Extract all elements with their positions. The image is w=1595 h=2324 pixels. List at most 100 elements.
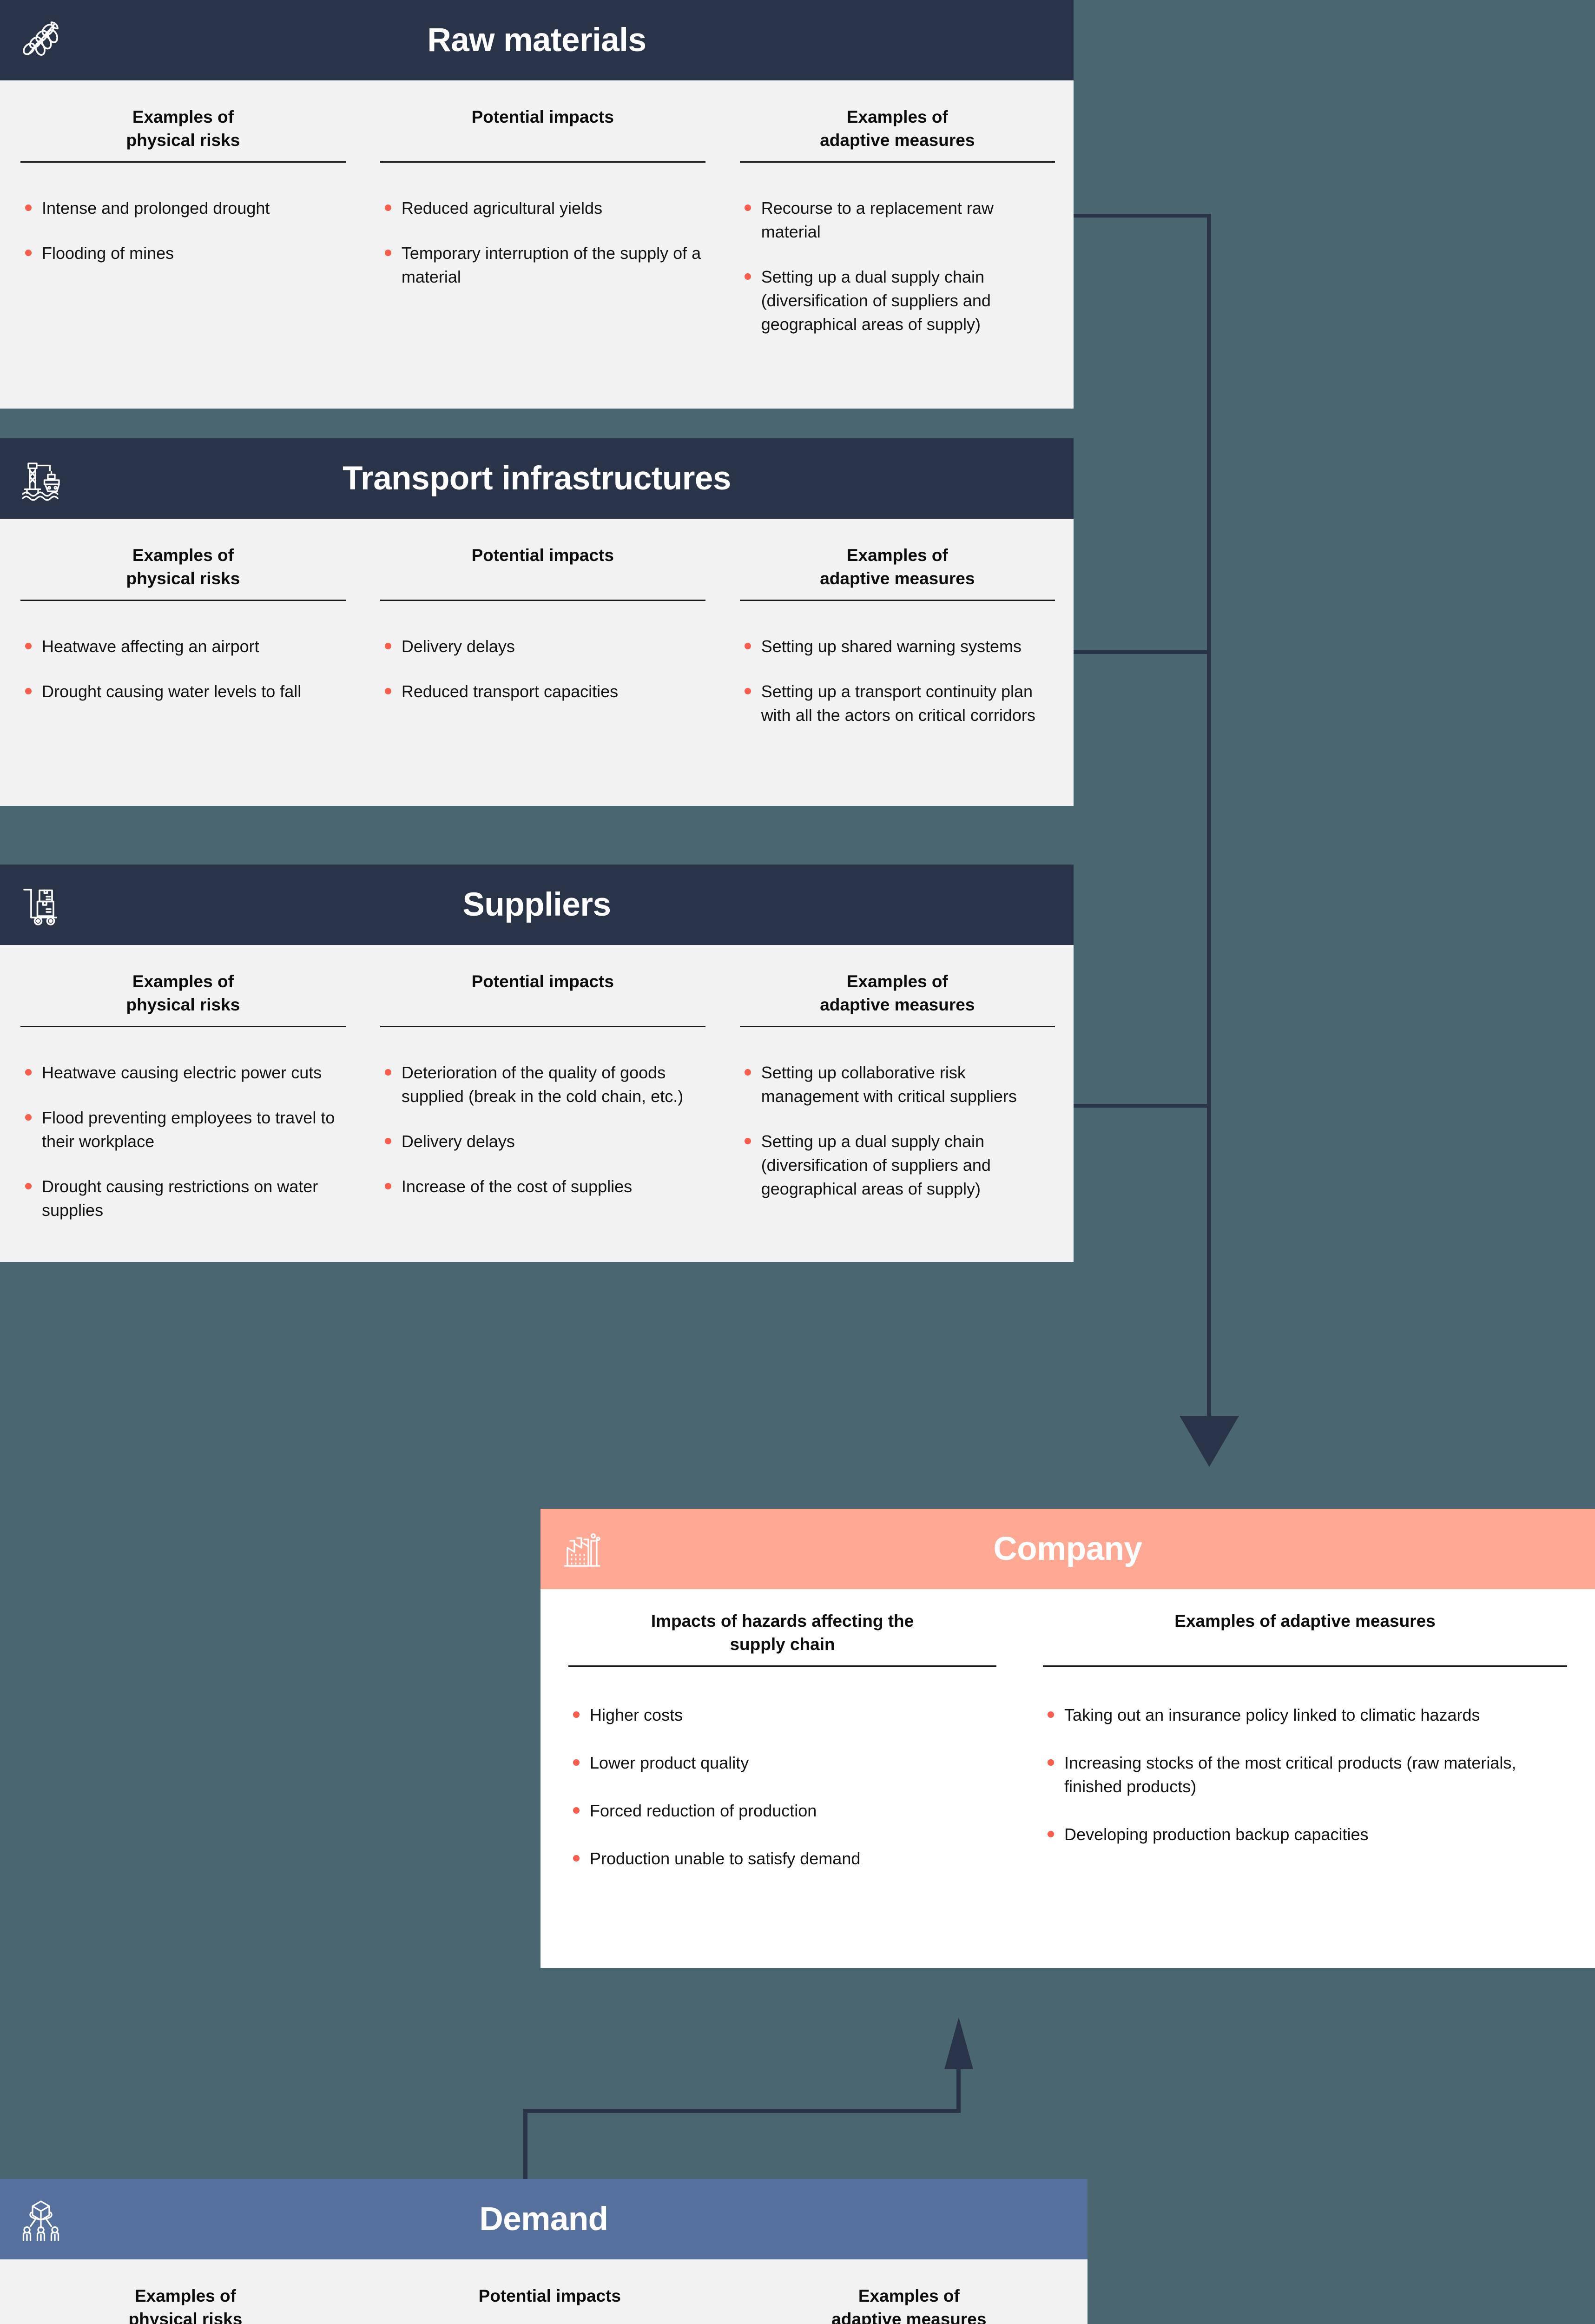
- list-item: Setting up a dual supply chain (diversif…: [740, 265, 1055, 336]
- heading-line-1: Impacts of hazards affecting the: [651, 1611, 914, 1631]
- list-item: Setting up shared warning systems: [740, 634, 1055, 658]
- column-heading: Examples of adaptive measures: [740, 945, 1055, 1019]
- heading-line-1: Potential impacts: [478, 2286, 621, 2305]
- card-transport-infrastructures: Transport infrastructures Examples of ph…: [0, 438, 1074, 806]
- heading-line-2: adaptive measures: [820, 130, 975, 150]
- heading-line-1: Examples of adaptive measures: [1174, 1611, 1436, 1631]
- connector-transport-to-trunk: [1074, 650, 1211, 654]
- column-adaptive-measures: Examples of adaptive measures Setting up…: [729, 2259, 1088, 2324]
- heading-line-1: Examples of: [134, 2286, 236, 2305]
- list-item: Heatwave affecting an airport: [20, 634, 346, 658]
- column-divider: [20, 161, 346, 163]
- card-title-raw-materials: Raw materials: [427, 22, 646, 59]
- heading-line-2: adaptive measures: [820, 568, 975, 588]
- card-body-raw-materials: Examples of physical risks Intense and p…: [0, 80, 1074, 409]
- column-divider: [1043, 1665, 1567, 1667]
- card-header-raw-materials: Raw materials: [0, 0, 1074, 80]
- wheat-icon: [23, 21, 59, 56]
- heading-line-2: adaptive measures: [820, 995, 975, 1014]
- connector-suppliers-to-trunk: [1074, 1104, 1211, 1108]
- heading-line-1: Examples of: [846, 107, 948, 126]
- connector-demand-arrowhead: [944, 2017, 973, 2069]
- bullet-list: Delivery delays Reduced transport capaci…: [380, 634, 705, 703]
- list-item: Drought causing restrictions on water su…: [20, 1175, 346, 1222]
- column-divider: [739, 1026, 1055, 1027]
- column-supply-chain-impacts: Impacts of hazards affecting the supply …: [540, 1589, 1015, 1968]
- column-physical-risks: Examples of physical risks Intense and p…: [0, 80, 360, 409]
- heading-line-1: Potential impacts: [471, 546, 614, 565]
- bullet-list: Reduced agricultural yields Temporary in…: [380, 196, 705, 289]
- column-potential-impacts: Potential impacts Sudden rise in demand …: [364, 2259, 729, 2324]
- connector-demand-riser: [956, 2067, 961, 2113]
- factory-icon: [564, 1533, 600, 1567]
- heading-line-1: Potential impacts: [471, 107, 614, 126]
- column-heading: Examples of adaptive measures: [740, 80, 1055, 155]
- column-heading: Examples of physical risks: [20, 2259, 350, 2324]
- heading-line-1: Examples of: [132, 972, 234, 991]
- column-divider: [739, 600, 1055, 601]
- card-header-transport-infrastructures: Transport infrastructures: [0, 438, 1074, 519]
- bullet-list: Higher costs Lower product quality Force…: [568, 1703, 996, 1870]
- list-item: Lower product quality: [568, 1751, 996, 1775]
- column-heading: Potential impacts: [380, 945, 705, 1019]
- card-demand: Demand Examples of physical risks Heatwa…: [0, 2179, 1088, 2324]
- connector-trunk-arrowhead: [1180, 1416, 1239, 1467]
- column-physical-risks: Examples of physical risks Heatwave caus…: [0, 945, 360, 1262]
- list-item: Recourse to a replacement raw material: [740, 196, 1055, 244]
- list-item: Developing production backup capacities: [1043, 1822, 1567, 1846]
- column-potential-impacts: Potential impacts Deterioration of the q…: [360, 945, 719, 1262]
- column-heading: Examples of physical risks: [20, 519, 346, 593]
- bullet-list: Taking out an insurance policy linked to…: [1043, 1703, 1567, 1846]
- column-potential-impacts: Potential impacts Reduced agricultural y…: [360, 80, 719, 409]
- list-item: Forced reduction of production: [568, 1799, 996, 1822]
- column-divider: [380, 161, 705, 163]
- list-item: Reduced agricultural yields: [380, 196, 705, 220]
- hand-truck-boxes-icon: [23, 888, 57, 925]
- card-body-company: Impacts of hazards affecting the supply …: [540, 1589, 1595, 1968]
- list-item: Intense and prolonged drought: [20, 196, 346, 220]
- list-item: Setting up a dual supply chain (diversif…: [740, 1129, 1055, 1201]
- heading-line-1: Potential impacts: [471, 972, 614, 991]
- list-item: Increasing stocks of the most critical p…: [1043, 1751, 1567, 1798]
- list-item: Temporary interruption of the supply of …: [380, 241, 705, 289]
- card-header-company: Company: [540, 1509, 1595, 1589]
- list-item: Higher costs: [568, 1703, 996, 1727]
- bullet-list: Setting up collaborative risk management…: [740, 1061, 1055, 1201]
- connector-raw-to-trunk: [1074, 214, 1211, 218]
- bullet-list: Heatwave affecting an airport Drought ca…: [20, 634, 346, 703]
- bullet-list: Heatwave causing electric power cuts Flo…: [20, 1061, 346, 1222]
- column-heading: Examples of physical risks: [20, 945, 346, 1019]
- connector-demand-horizontal: [523, 2109, 960, 2113]
- card-suppliers: Suppliers Examples of physical risks Hea…: [0, 865, 1074, 1262]
- connector-demand-vertical: [523, 2113, 527, 2182]
- card-header-suppliers: Suppliers: [0, 865, 1074, 945]
- heading-line-2: physical risks: [126, 995, 240, 1014]
- list-item: Delivery delays: [380, 1129, 705, 1153]
- column-divider: [380, 600, 705, 601]
- heading-line-2: physical risks: [128, 2309, 243, 2324]
- column-heading: Examples of adaptive measures: [749, 2259, 1069, 2324]
- column-heading: Examples of adaptive measures: [740, 519, 1055, 593]
- heading-line-1: Examples of: [858, 2286, 960, 2305]
- column-divider: [380, 1026, 705, 1027]
- list-item: Delivery delays: [380, 634, 705, 658]
- list-item: Flooding of mines: [20, 241, 346, 265]
- card-title-suppliers: Suppliers: [462, 886, 611, 923]
- card-company: Company Impacts of hazards affecting the…: [540, 1509, 1595, 1968]
- heading-line-2: supply chain: [730, 1634, 835, 1654]
- column-potential-impacts: Potential impacts Delivery delays Reduce…: [360, 519, 719, 806]
- card-title-company: Company: [993, 1531, 1143, 1567]
- column-heading: Potential impacts: [380, 519, 705, 593]
- product-to-people-icon: [22, 2200, 59, 2241]
- column-divider: [20, 600, 346, 601]
- heading-line-2: physical risks: [126, 130, 240, 150]
- heading-line-1: Examples of: [846, 546, 948, 565]
- list-item: Reduced transport capacities: [380, 680, 705, 703]
- heading-line-1: Examples of: [846, 972, 948, 991]
- card-body-transport-infrastructures: Examples of physical risks Heatwave affe…: [0, 519, 1074, 806]
- bullet-list: Recourse to a replacement raw material S…: [740, 196, 1055, 337]
- card-body-suppliers: Examples of physical risks Heatwave caus…: [0, 945, 1074, 1262]
- column-physical-risks: Examples of physical risks Heatwave caus…: [0, 2259, 364, 2324]
- port-crane-ship-icon: [22, 462, 60, 501]
- list-item: Production unable to satisfy demand: [568, 1847, 996, 1870]
